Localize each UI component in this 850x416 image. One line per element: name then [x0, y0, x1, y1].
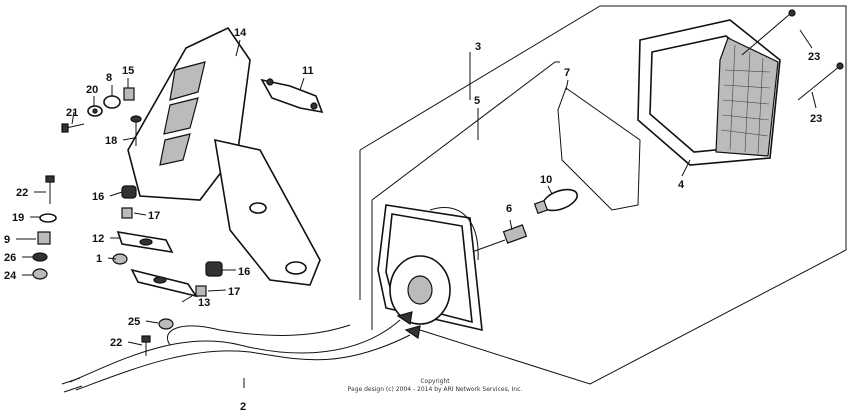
callout-10: 10	[540, 174, 552, 186]
bulb	[533, 188, 578, 215]
callout-23a: 23	[808, 51, 820, 63]
callout-24: 24	[4, 270, 17, 282]
callout-5: 5	[474, 95, 480, 107]
tail-light-bracket	[127, 26, 321, 286]
collar-9	[37, 231, 51, 245]
callout-14: 14	[234, 27, 247, 39]
rubber-8	[103, 95, 121, 109]
bolt-22-upper	[45, 175, 55, 204]
leader-lines	[16, 29, 817, 388]
nut-25	[158, 318, 174, 330]
callout-22b: 22	[110, 337, 122, 349]
callout-22a: 22	[16, 187, 28, 199]
tail-light-lens	[637, 19, 781, 166]
callout-1: 1	[96, 253, 102, 265]
assembly-5-outline	[371, 61, 560, 330]
callout-9: 9	[4, 234, 10, 246]
bolt-21	[61, 123, 85, 133]
rubber-16-lower	[205, 261, 223, 277]
copyright-notice: Copyright Page design (c) 2004 - 2014 by…	[330, 378, 540, 394]
washer-26	[32, 252, 48, 262]
callout-labels: 1 2 3 4 5 6 7 8 9 10 11 12 13 14 15 16 1…	[4, 27, 822, 413]
clamp-plate	[260, 78, 324, 114]
collar-17-lower	[195, 285, 207, 297]
callout-8: 8	[106, 72, 112, 84]
callout-6: 6	[506, 203, 512, 215]
callout-3: 3	[475, 41, 481, 53]
callout-13: 13	[198, 297, 210, 309]
lens-screw-upper	[741, 9, 796, 56]
callout-7: 7	[564, 67, 570, 79]
bolt-18	[130, 115, 142, 146]
callout-26: 26	[4, 252, 16, 264]
callout-15: 15	[122, 65, 134, 77]
washer-19	[39, 213, 57, 223]
lens-screw-lower	[797, 62, 844, 101]
bolt-22-lower	[141, 335, 151, 356]
wire-harness	[61, 311, 421, 393]
callout-20: 20	[86, 84, 98, 96]
washer-20	[87, 105, 103, 117]
nut-24	[32, 268, 48, 280]
collar-17-upper	[121, 207, 133, 219]
callout-23b: 23	[810, 113, 822, 125]
copyright-line-2: Page design (c) 2004 - 2014 by ARI Netwo…	[347, 386, 523, 393]
rubber-16-upper	[121, 185, 137, 199]
collar-15	[123, 87, 135, 101]
light-housing-base	[377, 204, 483, 332]
callout-2: 2	[240, 401, 246, 413]
callout-16a: 16	[92, 191, 104, 203]
callout-19: 19	[12, 212, 24, 224]
stay-13	[130, 268, 198, 298]
callout-12: 12	[92, 233, 104, 245]
callout-25: 25	[128, 316, 140, 328]
callout-17b: 17	[228, 286, 240, 298]
copyright-line-1: Copyright	[420, 378, 450, 385]
callout-17a: 17	[148, 210, 160, 222]
callout-18: 18	[105, 135, 117, 147]
callout-16b: 16	[238, 266, 250, 278]
callout-4: 4	[678, 179, 685, 191]
assembly-3-outline	[359, 5, 847, 385]
lens-gasket	[557, 87, 641, 211]
stay-12	[116, 230, 174, 254]
callout-21: 21	[66, 107, 78, 119]
bulb-socket	[471, 224, 528, 253]
callout-11: 11	[302, 65, 314, 77]
